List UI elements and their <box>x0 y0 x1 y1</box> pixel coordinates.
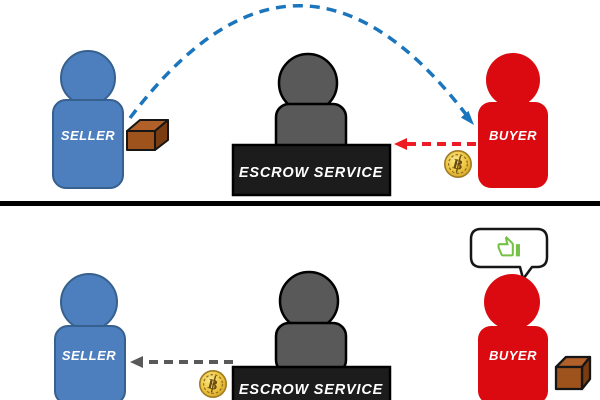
escrow-label-bottom: ESCROW SERVICE <box>239 382 384 398</box>
seller-label-bottom: SELLER <box>62 348 116 363</box>
bitcoin-icon-bottom: B <box>199 370 227 398</box>
shipment-arc-arrowhead <box>460 110 474 125</box>
speech-bubble <box>469 227 549 279</box>
escrow-desk-top <box>231 143 392 197</box>
seller-head-top <box>60 50 116 106</box>
payment-arrowhead <box>394 138 407 150</box>
thumbs-up-icon <box>497 236 520 257</box>
seller-body-top <box>52 99 124 189</box>
seller-label-top: SELLER <box>61 128 115 143</box>
bitcoin-icon-top: B <box>444 150 472 178</box>
shipment-arc-arrow <box>128 4 473 123</box>
bitcoin-letter-top: B <box>451 156 465 174</box>
payout-arrowhead <box>130 356 143 368</box>
escrow-label-top: ESCROW SERVICE <box>239 165 384 181</box>
bitcoin-letter-bottom: B <box>206 376 220 394</box>
escrow-head-bottom <box>278 270 340 332</box>
package-icon-bottom <box>554 355 592 391</box>
seller-head-bottom <box>60 273 118 331</box>
package-icon-top <box>126 119 169 151</box>
buyer-label-top: BUYER <box>489 128 537 143</box>
panel-divider <box>0 201 600 206</box>
seller-body-bottom <box>54 325 126 400</box>
buyer-body-top <box>478 102 548 188</box>
buyer-body-bottom <box>478 326 548 400</box>
panel-top: SELLER ESCROW SERVICE BUYER B <box>52 4 548 197</box>
escrow-body-bottom <box>274 321 348 375</box>
escrow-desk-bottom <box>231 365 392 400</box>
buyer-head-bottom <box>484 274 540 330</box>
panel-bottom: SELLER B ESCROW SERVICE BUYER <box>54 227 592 400</box>
buyer-head-top <box>486 53 540 107</box>
buyer-label-bottom: BUYER <box>489 348 537 363</box>
